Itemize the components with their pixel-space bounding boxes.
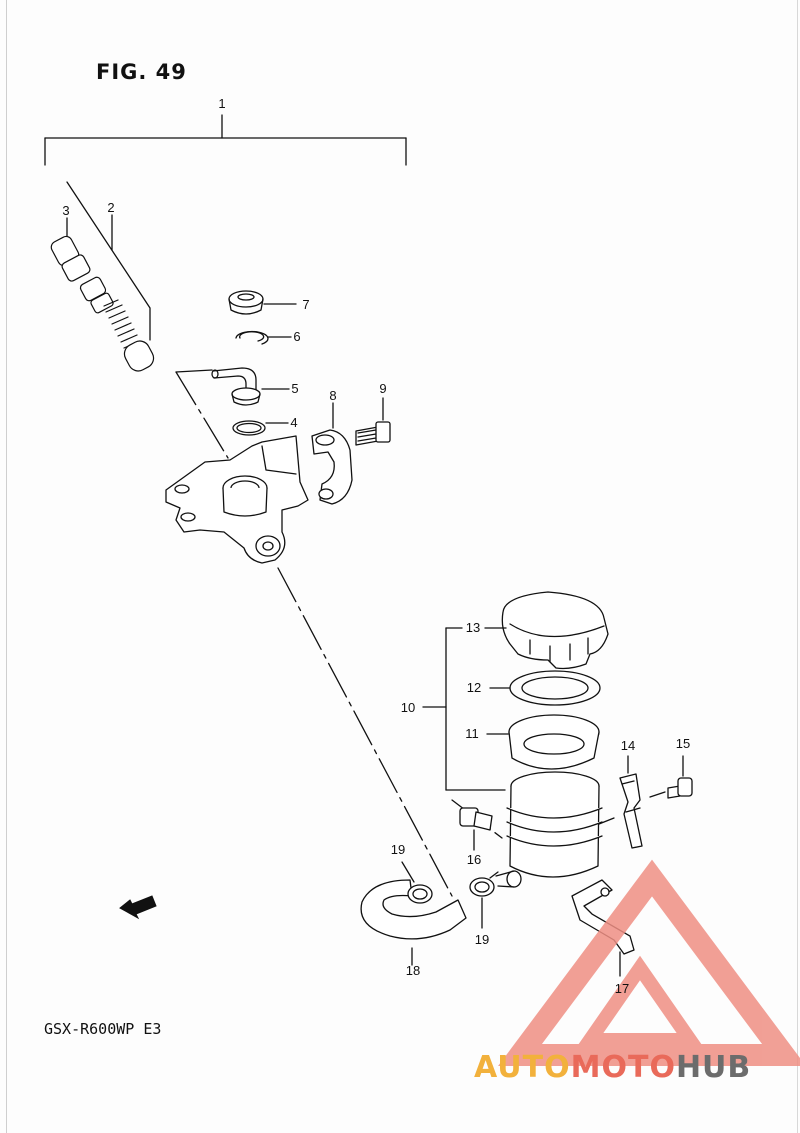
part-7-boot xyxy=(228,290,297,315)
page-edge-right xyxy=(797,0,798,1133)
part-15-screw xyxy=(667,755,693,799)
callout-11: 11 xyxy=(465,726,479,741)
part-13-cap xyxy=(484,591,609,670)
callout-19-hose-clip: 19 xyxy=(390,842,406,857)
callout-18: 18 xyxy=(405,963,421,978)
callout-15: 15 xyxy=(675,736,691,751)
fwd-arrow-icon xyxy=(119,895,157,920)
assembly-bracket-1 xyxy=(44,114,407,166)
figure-title: FIG. 49 xyxy=(96,60,187,84)
model-code: GSX-R600WP E3 xyxy=(44,1020,162,1038)
part-8-clamp xyxy=(311,402,353,505)
watermark-logo xyxy=(498,859,800,1066)
callout-10: 10 xyxy=(400,700,416,715)
part-18-hose xyxy=(360,879,467,966)
part-14-clip xyxy=(619,755,643,849)
callout-17: 17 xyxy=(614,981,630,996)
callout-16: 16 xyxy=(466,852,482,867)
master-cylinder-body xyxy=(165,435,309,564)
part-6-circlip xyxy=(235,330,292,345)
part-12-plate xyxy=(489,670,601,706)
watermark-brand: AUTOMOTOHUB xyxy=(474,1050,751,1085)
part-16-bolt xyxy=(459,807,493,851)
callout-2: 2 xyxy=(107,200,115,215)
callout-13: 13 xyxy=(465,620,481,635)
part-11-diaphragm xyxy=(486,714,600,770)
callout-7: 7 xyxy=(302,297,310,312)
callout-12: 12 xyxy=(466,680,482,695)
callout-14: 14 xyxy=(620,738,636,753)
part-19-clips xyxy=(401,861,495,929)
part-5-connector xyxy=(211,367,290,406)
part-4-oring xyxy=(232,420,289,436)
callout-3: 3 xyxy=(62,203,70,218)
reservoir-body xyxy=(495,771,603,888)
callout-9: 9 xyxy=(379,381,387,396)
callout-8: 8 xyxy=(329,388,337,403)
callout-4: 4 xyxy=(290,415,298,430)
callout-6: 6 xyxy=(293,329,301,344)
watermark-part-auto: AUTO xyxy=(474,1050,571,1085)
watermark-part-hub: HUB xyxy=(675,1050,752,1085)
watermark-part-moto: MOTO xyxy=(570,1050,676,1085)
leader-lines-piston xyxy=(66,181,151,341)
callout-19-reservoir-clip: 19 xyxy=(474,932,490,947)
piston-assembly xyxy=(50,235,155,372)
callout-5: 5 xyxy=(291,381,299,396)
part-9-bolt xyxy=(355,397,391,446)
assembly-bracket-10 xyxy=(422,627,506,791)
callout-1: 1 xyxy=(218,96,226,111)
page-edge-left xyxy=(6,0,7,1133)
